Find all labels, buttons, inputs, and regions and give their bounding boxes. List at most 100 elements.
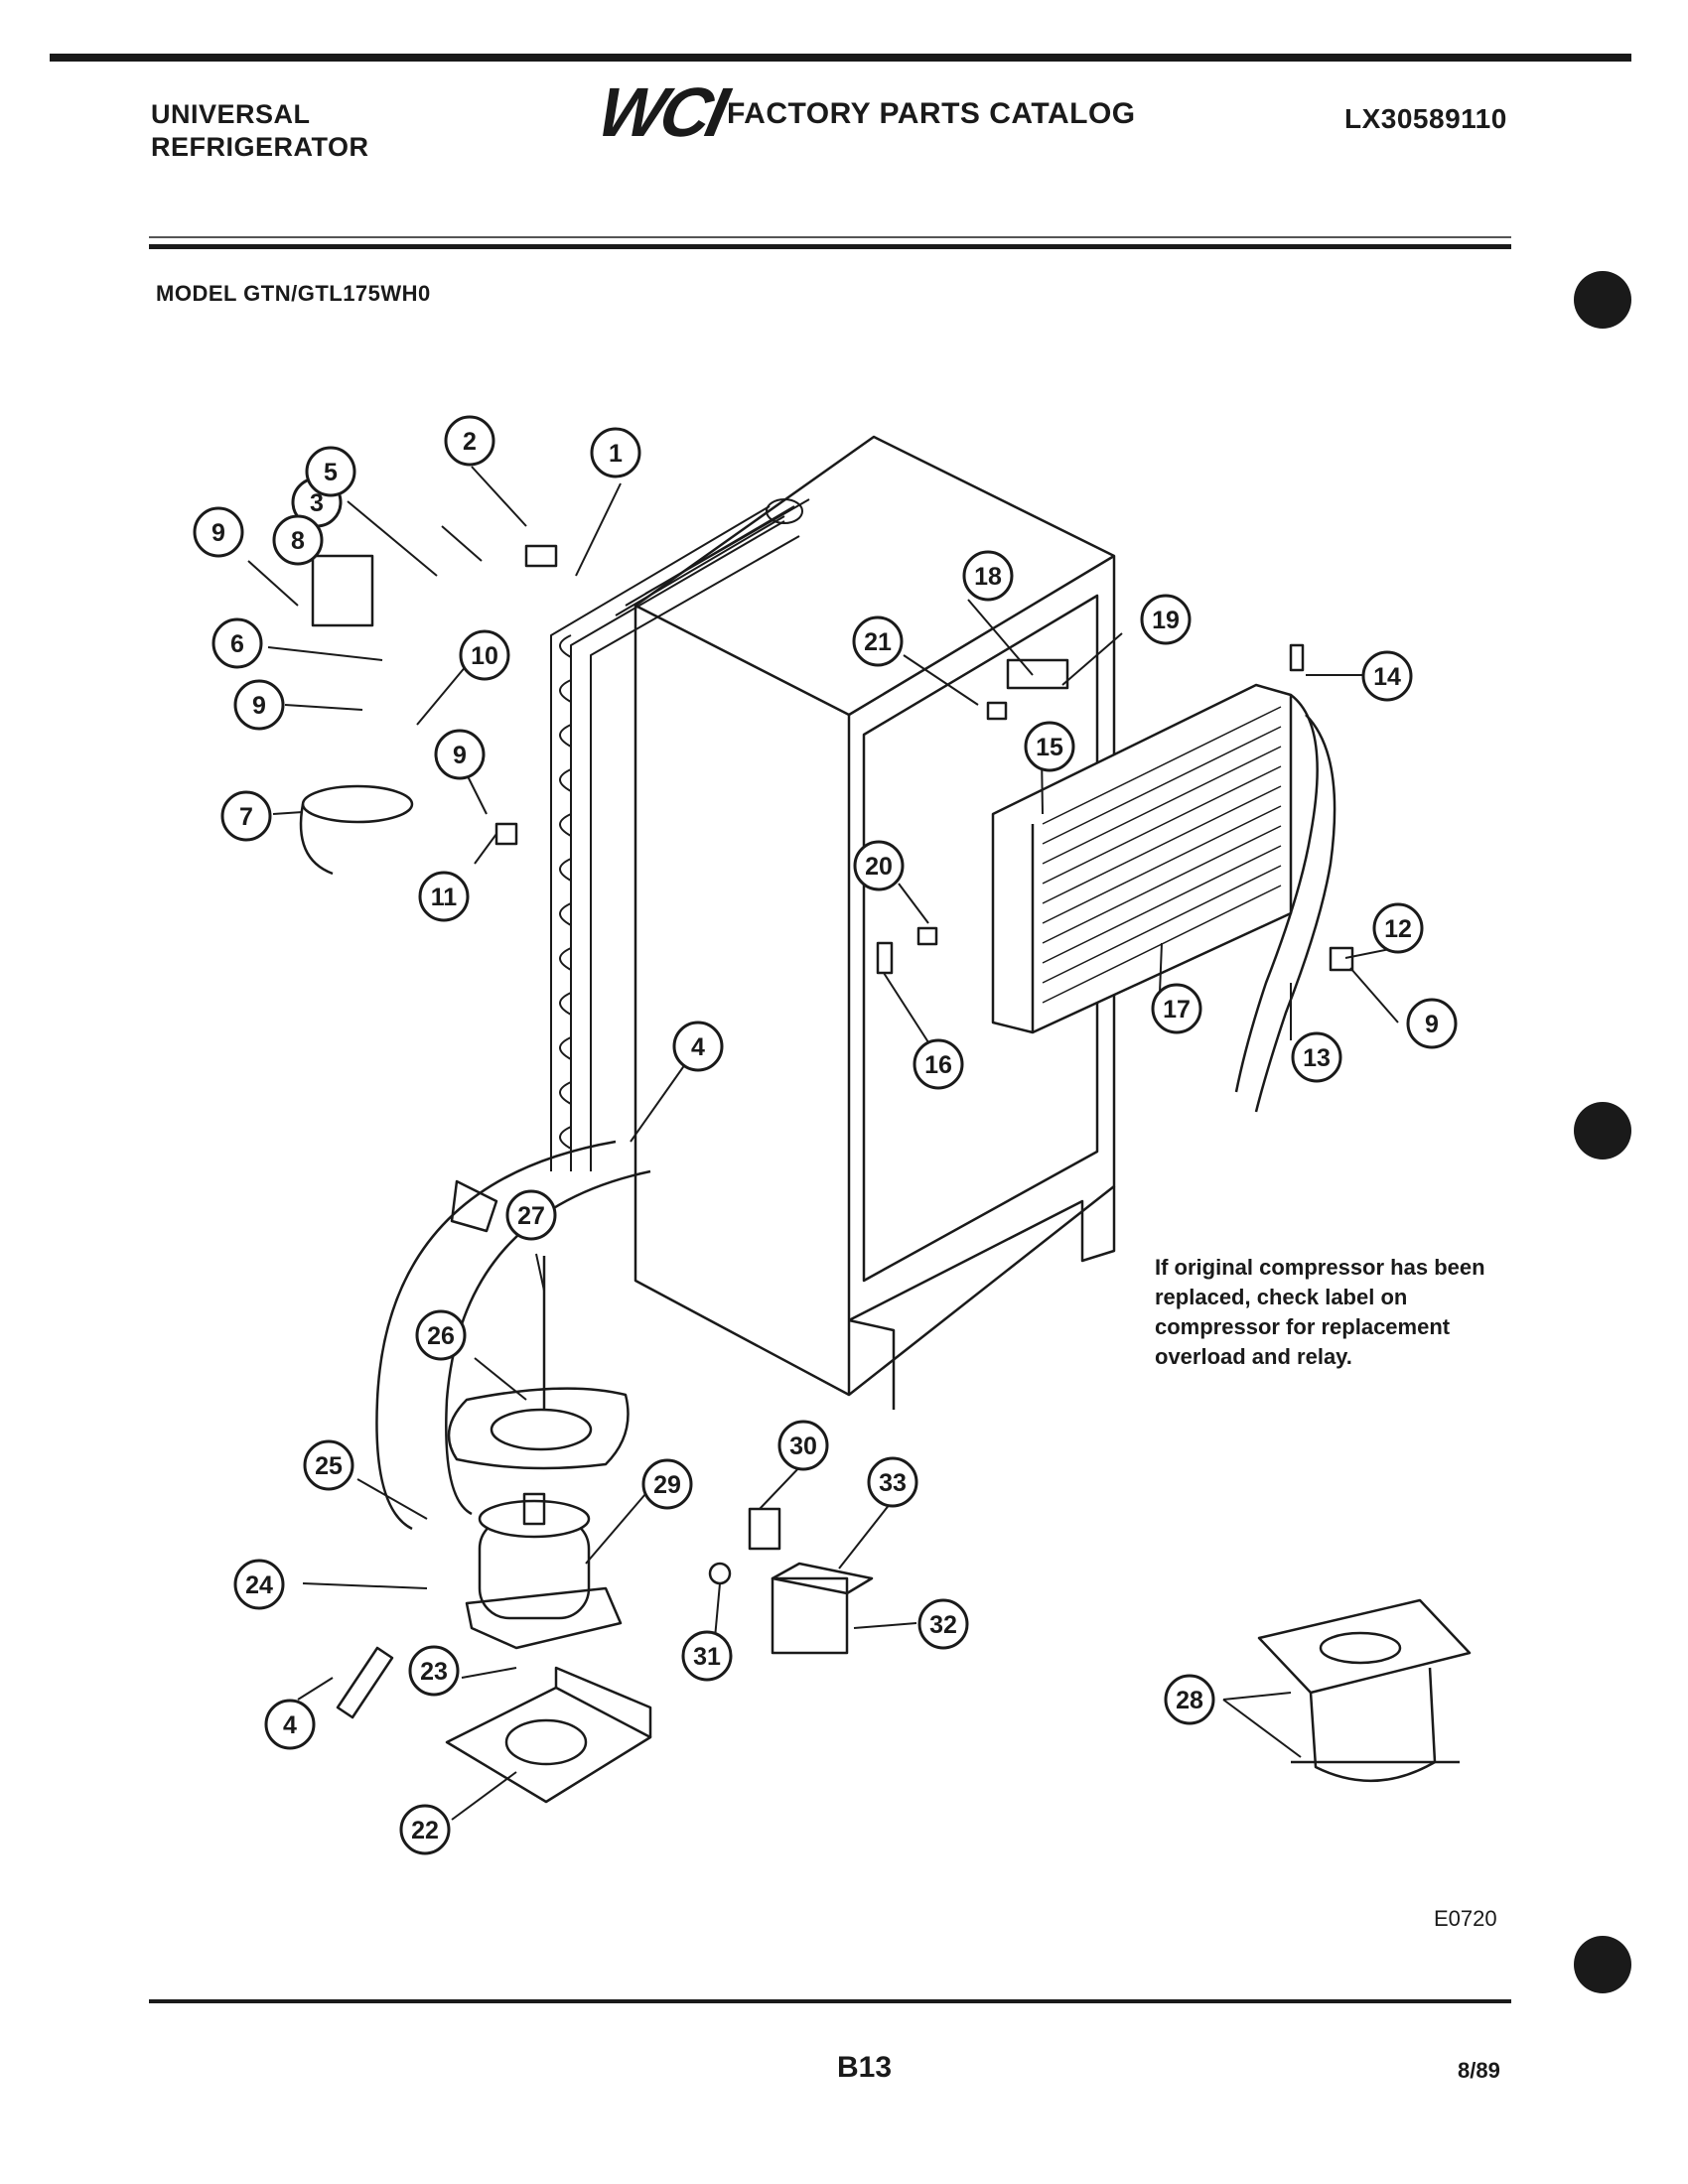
base-bracket-drawing	[445, 1666, 652, 1804]
callout-circle	[1140, 594, 1192, 645]
callout-8: 8	[272, 514, 324, 566]
catalog-title: FACTORY PARTS CATALOG	[727, 97, 1136, 130]
callout-label: 9	[252, 692, 266, 720]
callout-25: 25	[303, 1439, 354, 1491]
callout-circle	[590, 427, 641, 478]
compressor-note: If original compressor has been replaced…	[1155, 1255, 1485, 1369]
compressor-drawing	[465, 1492, 623, 1650]
callout-label: 23	[420, 1658, 448, 1686]
callout-16: 16	[913, 1038, 964, 1090]
callout-circle	[444, 415, 495, 467]
callout-label: 17	[1163, 996, 1191, 1024]
model-title: MODEL GTN/GTL175WH0	[156, 281, 431, 306]
callout-circle	[1164, 1674, 1215, 1725]
callout-10: 10	[459, 629, 510, 681]
callout-label: 9	[453, 742, 467, 769]
callout-circle	[303, 1439, 354, 1491]
callout-label: 26	[427, 1322, 455, 1350]
callout-circle	[681, 1630, 733, 1682]
callout-17: 17	[1151, 983, 1202, 1034]
callout-circle	[434, 729, 486, 780]
small-parts-drawing	[299, 544, 1354, 1719]
callout-26: 26	[415, 1309, 467, 1361]
callout-circle	[1024, 721, 1075, 772]
callout-label: 1	[609, 440, 623, 468]
callout-label: 18	[974, 563, 1002, 591]
callout-22: 22	[399, 1804, 451, 1855]
callout-label: 16	[924, 1051, 952, 1079]
callout-label: 30	[789, 1433, 817, 1460]
callout-label: 10	[471, 642, 498, 670]
relay-overload-drawing	[708, 1507, 874, 1655]
callout-20: 20	[853, 840, 905, 891]
evaporator-drawing	[991, 643, 1336, 1113]
callout-31: 31	[681, 1630, 733, 1682]
callout-9: 9	[434, 729, 486, 780]
callout-circle	[1406, 998, 1458, 1049]
callout-6: 6	[211, 617, 263, 669]
callout-circle	[459, 629, 510, 681]
callout-label: 6	[230, 630, 244, 658]
callout-circle	[913, 1038, 964, 1090]
callout-label: 2	[463, 428, 477, 456]
callout-9: 9	[193, 506, 244, 558]
callout-label: 9	[211, 519, 225, 547]
callout-circle	[264, 1699, 316, 1750]
callout-28: 28	[1164, 1674, 1215, 1725]
brand-line2: REFRIGERATOR	[151, 132, 369, 162]
callout-circle	[193, 506, 244, 558]
document-number: LX30589110	[1344, 103, 1507, 134]
callout-circle	[641, 1458, 693, 1510]
callout-circle	[272, 514, 324, 566]
callout-label: 25	[315, 1452, 343, 1480]
callout-7: 7	[220, 790, 272, 842]
callout-19: 19	[1140, 594, 1192, 645]
callout-14: 14	[1361, 650, 1413, 702]
callout-circle	[672, 1021, 724, 1072]
callout-circle	[1372, 902, 1424, 954]
callout-circle	[408, 1645, 460, 1697]
callout-29: 29	[641, 1458, 693, 1510]
callout-4: 4	[672, 1021, 724, 1072]
callout-23: 23	[408, 1645, 460, 1697]
callout-layer: 1234456789999101112131415161718192021222…	[193, 415, 1458, 1855]
top-rule	[50, 54, 1631, 62]
callout-30: 30	[777, 1420, 829, 1471]
leader-lines	[247, 466, 1401, 1821]
callout-label: 3	[310, 489, 324, 517]
callout-13: 13	[1291, 1031, 1342, 1083]
callout-circle	[220, 790, 272, 842]
callout-label: 22	[411, 1817, 439, 1844]
callout-label: 19	[1152, 607, 1180, 634]
callout-label: 15	[1036, 734, 1063, 761]
header-rule-thin	[149, 236, 1511, 238]
callout-circle	[1151, 983, 1202, 1034]
callout-circle	[305, 446, 356, 497]
callout-9: 9	[233, 679, 285, 731]
callout-circle	[233, 679, 285, 731]
callout-circle	[505, 1189, 557, 1241]
callout-1: 1	[590, 427, 641, 478]
drain-pan-drawing	[447, 1256, 630, 1470]
callout-label: 31	[693, 1643, 721, 1671]
callout-circle	[233, 1559, 285, 1610]
alternate-compressor-drawing	[1257, 1598, 1472, 1782]
print-date: 8/89	[1458, 2058, 1500, 2083]
callout-label: 4	[283, 1711, 297, 1739]
callout-label: 8	[291, 527, 305, 555]
callout-label: 12	[1384, 915, 1412, 943]
callout-circle	[777, 1420, 829, 1471]
callout-label: 33	[879, 1469, 907, 1497]
bottom-rule	[149, 1999, 1511, 2003]
figure-reference: E0720	[1434, 1906, 1497, 1931]
callout-circle	[867, 1456, 918, 1508]
callout-5: 5	[305, 446, 356, 497]
callout-9: 9	[1406, 998, 1458, 1049]
callout-15: 15	[1024, 721, 1075, 772]
callout-label: 4	[691, 1033, 705, 1061]
callout-33: 33	[867, 1456, 918, 1508]
header-rule-thick	[149, 244, 1511, 249]
callout-circle	[399, 1804, 451, 1855]
binder-hole-icon	[1574, 271, 1631, 329]
callout-label: 32	[929, 1611, 957, 1639]
